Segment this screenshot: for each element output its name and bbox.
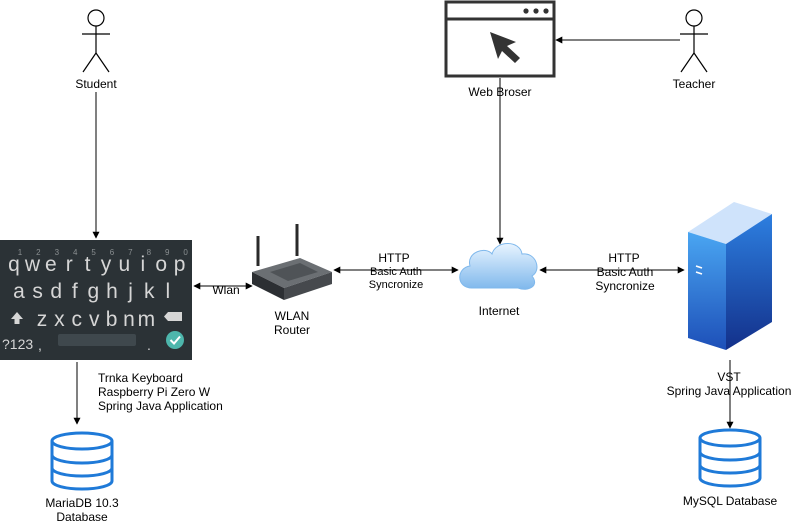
digit-key-6: 6 <box>110 248 115 257</box>
symbols-key: ?123 <box>2 336 33 352</box>
digit-key-4: 4 <box>73 248 78 257</box>
key-z: z <box>37 308 48 331</box>
key-a: a <box>13 280 25 303</box>
mariadb-label-line-2: Database <box>56 510 108 524</box>
mysql-database-icon <box>698 428 762 488</box>
key-x: x <box>54 308 65 331</box>
key-v: v <box>89 308 100 331</box>
check-icon <box>166 331 184 349</box>
key-t: t <box>85 253 91 276</box>
keyboard-description-line-2: Raspberry Pi Zero W <box>98 385 211 399</box>
keyboard-description-line-3: Spring Java Application <box>98 399 223 413</box>
keyboard-description-line-1: Trnka Keyboard <box>98 371 183 385</box>
comma-key: , <box>38 337 42 353</box>
router-label-line-1: WLAN <box>275 309 310 323</box>
digit-key-8: 8 <box>147 248 152 257</box>
key-u: u <box>119 253 131 276</box>
key-n: n <box>123 308 135 331</box>
shift-icon <box>11 312 23 324</box>
backspace-icon <box>164 312 182 321</box>
browser-window-icon <box>444 0 556 78</box>
browser-label: Web Broser <box>468 85 531 99</box>
wlan-edge-label: Wlan <box>212 283 239 297</box>
server-label-line-1: VST <box>717 370 741 384</box>
teacher-label: Teacher <box>673 77 716 91</box>
digit-key-2: 2 <box>36 248 41 257</box>
mariadb-label-line-1: MariaDB 10.3 <box>45 496 119 510</box>
key-j: j <box>127 280 133 303</box>
key-l: l <box>165 280 170 303</box>
key-y: y <box>101 253 112 276</box>
router-icon <box>252 224 332 300</box>
router-internet-label-line-3: Syncronize <box>369 279 423 291</box>
student-actor-icon <box>82 9 110 73</box>
digit-key-5: 5 <box>91 248 96 257</box>
internet-server-label-line-1: HTTP <box>608 251 639 265</box>
digit-key-7: 7 <box>128 248 133 257</box>
teacher-actor-icon <box>680 9 708 73</box>
server-label-line-2: Spring Java Application <box>667 384 792 398</box>
server-icon <box>688 202 772 350</box>
key-e: e <box>45 253 57 276</box>
digit-key-1: 1 <box>18 248 23 257</box>
key-i: i <box>140 253 145 276</box>
router-internet-label-line-1: HTTP <box>378 251 409 265</box>
edges <box>73 36 734 429</box>
digit-key-9: 9 <box>165 248 170 257</box>
key-o: o <box>155 253 167 276</box>
student-label: Student <box>75 77 117 91</box>
router-internet-label-line-2: Basic Auth <box>370 266 422 278</box>
key-c: c <box>72 308 83 331</box>
key-q: q <box>8 253 20 276</box>
internet-label: Internet <box>479 304 520 318</box>
key-p: p <box>174 253 186 276</box>
key-r: r <box>66 253 73 276</box>
cloud-icon <box>459 243 538 290</box>
spacebar-key <box>58 334 136 346</box>
period-key: . <box>147 337 151 353</box>
key-d: d <box>50 280 62 303</box>
key-b: b <box>106 308 118 331</box>
key-h: h <box>106 280 118 303</box>
mysql-label: MySQL Database <box>683 494 778 508</box>
key-k: k <box>144 280 155 303</box>
key-f: f <box>72 280 78 303</box>
key-g: g <box>88 280 100 303</box>
internet-server-label-line-3: Syncronize <box>595 279 655 293</box>
cursor-icon <box>490 32 520 63</box>
router-label-line-2: Router <box>274 323 310 337</box>
key-s: s <box>32 280 43 303</box>
keyboard-digit-row: 1 2 3 4 5 6 7 8 9 0 <box>18 248 189 257</box>
mariadb-database-icon <box>50 431 114 491</box>
key-w: w <box>24 253 41 276</box>
digit-key-zero: 0 <box>183 248 188 257</box>
digit-key-3: 3 <box>55 248 60 257</box>
key-m: m <box>138 308 156 331</box>
internet-server-label-line-2: Basic Auth <box>597 265 654 279</box>
